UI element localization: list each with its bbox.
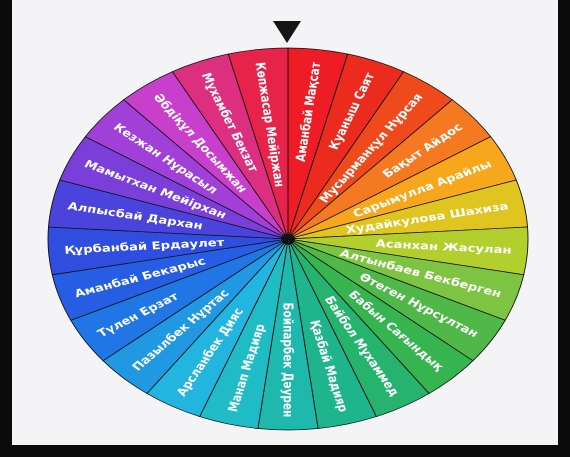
wheel-segment	[227, 47, 289, 240]
wheel-segment-label: Бойпарбек Дәурен	[280, 303, 295, 418]
triangle-down-icon	[273, 21, 301, 43]
wheel-hub	[281, 233, 295, 245]
